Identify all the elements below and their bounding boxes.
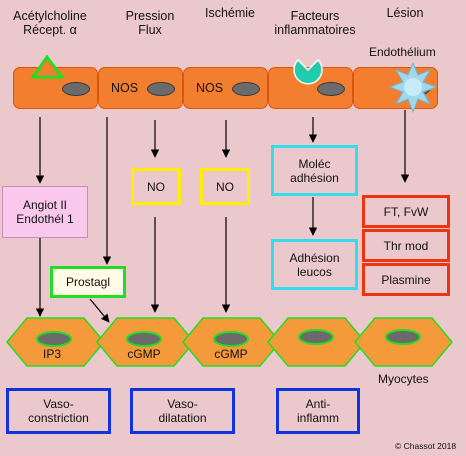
header-pression-flux: Pression Flux	[125, 9, 175, 37]
box-vasodilatation: Vaso- dilatation	[130, 388, 235, 434]
endothelial-cell-3: NOS	[183, 67, 268, 109]
nucleus	[232, 82, 260, 96]
box-plasmine: Plasmine	[362, 263, 450, 296]
arrow	[89, 298, 110, 323]
myocyte-5	[354, 317, 453, 367]
header-lesion: Lésion	[386, 6, 424, 20]
header-acetylcholine: Acétylcholine Récept. α	[13, 9, 87, 37]
myocyte-1: IP3	[6, 317, 105, 367]
box-ft-fvw: FT, FvW	[362, 195, 450, 228]
myocyte-label-cgmp-2: cGMP	[214, 347, 247, 361]
nos-label-2: NOS	[196, 81, 224, 95]
nucleus	[317, 82, 345, 96]
receptor-alpha-icon	[30, 54, 65, 79]
box-vasoconstriction: Vaso- constriction	[6, 388, 111, 434]
box-prostaglandin: Prostagl	[50, 266, 126, 298]
myocyte-2: cGMP	[96, 317, 195, 367]
endothelial-cell-4	[268, 67, 353, 109]
nos-label-1: NOS	[111, 81, 139, 95]
box-thrombomodulin: Thr mod	[362, 229, 450, 262]
myocyte-4	[267, 317, 366, 367]
myocyte-3: cGMP	[182, 317, 281, 367]
box-leukocyte-adhesion: Adhésion leucos	[271, 239, 358, 290]
copyright: © Chassot 2018	[395, 441, 457, 451]
box-angiotensin-endothelin: Angiot II Endothél 1	[2, 186, 88, 238]
endothelium-label: Endothélium	[369, 45, 436, 59]
inflammatory-receptor-icon	[293, 58, 323, 85]
nucleus	[62, 82, 90, 96]
header-facteurs-inflammatoires: Facteurs inflammatoires	[274, 9, 356, 37]
myocytes-label: Myocytes	[378, 372, 429, 386]
box-no-1: NO	[131, 168, 181, 205]
myocyte-label-ip3: IP3	[43, 347, 61, 361]
endothelial-cell-2: NOS	[98, 67, 183, 109]
lesion-starburst-icon	[388, 61, 438, 114]
box-adhesion-molecules: Moléc adhésion	[271, 145, 358, 196]
nucleus	[147, 82, 175, 96]
box-anti-inflammatory: Anti- inflamm	[276, 388, 360, 434]
myocyte-label-cgmp-1: cGMP	[127, 347, 160, 361]
header-ischemie: Ischémie	[204, 6, 256, 20]
box-no-2: NO	[200, 168, 250, 205]
